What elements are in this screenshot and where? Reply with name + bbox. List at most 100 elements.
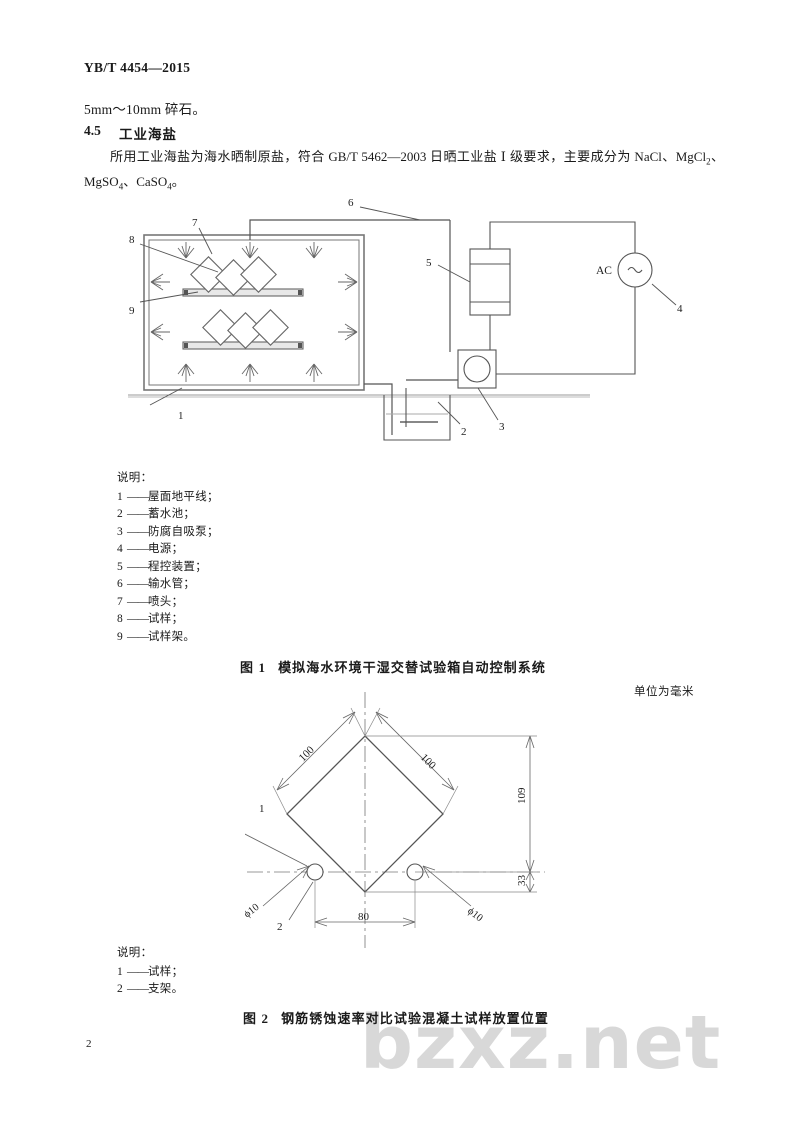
nozzle-right-2 [338, 323, 358, 341]
legend-item: 1——试样； [117, 964, 183, 982]
dim-side-left [272, 707, 366, 815]
figure-2-caption: 图 2 钢筋锈蚀速率对比试验混凝土试样放置位置 [243, 1008, 549, 1027]
legend-item: 3——防腐自吸泵； [117, 524, 219, 542]
figure-2-caption-text: 钢筋锈蚀速率对比试验混凝土试样放置位置 [281, 1011, 549, 1026]
leader-5 [437, 264, 471, 283]
figure-2-caption-number: 图 2 [243, 1011, 270, 1026]
leader-specimen [236, 829, 308, 867]
legend-item-number: 8 [117, 613, 124, 625]
pump-unit [457, 349, 497, 389]
leader-3 [477, 387, 499, 421]
legend-item: 5——程控装置； [117, 559, 219, 577]
nozzle-top-3 [305, 242, 323, 259]
leader-6 [359, 206, 421, 221]
legend-item-label: 试样架。 [148, 630, 196, 643]
section-title: 工业海盐 [119, 127, 177, 142]
legend-item-number: 2 [117, 983, 124, 995]
chamber-outer-wall [143, 234, 365, 391]
figure-2-legend: 说明： 1——试样； 2——支架。 [117, 945, 183, 999]
legend-heading: 说明： [117, 947, 153, 959]
legend-item: 7——喷头； [117, 594, 219, 612]
specimen-diamond [202, 309, 239, 346]
leader-9 [139, 291, 199, 303]
figure1-label-8: 8 [129, 234, 135, 246]
leader-8 [139, 243, 219, 273]
formula-sep-1: 、 [710, 149, 724, 164]
nozzle-left-2 [150, 323, 170, 341]
legend-item: 1——屋面地平线； [117, 489, 219, 507]
rebar-hole-left [306, 863, 324, 881]
nozzle-bottom-3 [305, 363, 323, 382]
legend-heading: 说明： [117, 472, 153, 484]
dim-side-right [364, 707, 459, 815]
legend-dash: —— [127, 508, 149, 520]
pipe-chamber-to-pump [364, 383, 393, 435]
dim-label-33: 33 [516, 875, 528, 887]
nozzle-group-top [177, 242, 323, 259]
legend-item-label: 喷头； [148, 595, 184, 608]
controller-unit [469, 248, 511, 316]
leader-2 [437, 401, 461, 425]
dim-109 [525, 735, 535, 873]
nozzle-top-2 [241, 242, 259, 259]
wire-ac-top [610, 221, 636, 253]
legend-dash: —— [127, 543, 149, 555]
legend-item-label: 支架。 [148, 983, 184, 995]
legend-dash: —— [127, 983, 149, 995]
legend-dash: —— [127, 525, 149, 538]
legend-item-label: 试样； [148, 613, 184, 625]
legend-item-number: 5 [117, 560, 124, 573]
dim-label-109: 109 [516, 787, 528, 804]
dim-label-side-left: 100 [297, 744, 318, 765]
leader-1 [149, 387, 183, 406]
leader-phi10-left [262, 865, 310, 907]
legend-dash: —— [127, 630, 149, 643]
paragraph-end: 。 [171, 173, 185, 189]
figure-1-caption-text: 模拟海水环境干湿交替试验箱自动控制系统 [278, 660, 546, 675]
nozzle-left-1 [150, 273, 170, 291]
legend-dash: —— [127, 613, 149, 625]
legend-item-label: 输水管； [148, 578, 196, 590]
figure-2-svg: 100 100 [236, 692, 545, 948]
legend-dash: —— [127, 490, 149, 503]
leader-4 [651, 283, 677, 306]
figure1-label-1: 1 [178, 410, 184, 422]
section-paragraph: 所用工业海盐为海水晒制原盐，符合 GB/T 5462—2003 日晒工业盐 Ⅰ … [84, 147, 724, 196]
figure2-label-2: 2 [277, 921, 283, 933]
legend-item-number: 3 [117, 525, 124, 538]
nozzle-group-right [338, 273, 358, 341]
nozzle-right-1 [338, 273, 358, 291]
figure-1-svg: 1 2 3 4 5 6 7 8 9 AC [128, 197, 683, 441]
formula-mgcl2: MgCl2 [675, 149, 711, 167]
wire-controller-ac [489, 221, 610, 249]
legend-item-label: 电源； [148, 543, 184, 555]
dim-33 [525, 871, 535, 893]
figure1-label-5: 5 [426, 257, 432, 269]
figure1-label-9: 9 [129, 305, 135, 317]
ac-label: AC [596, 265, 612, 277]
legend-item-number: 7 [117, 595, 124, 608]
legend-item-number: 4 [117, 543, 124, 555]
legend-item-label: 试样； [148, 965, 184, 978]
unit-note: 单位为毫米 [634, 686, 694, 698]
formula-mgso4: MgSO4 [84, 173, 124, 192]
dim-label-side-right: 100 [418, 752, 439, 773]
specimen-diamond [240, 256, 277, 293]
specimen-diamond [215, 259, 252, 296]
figure-2-diagram: 100 100 [236, 690, 565, 955]
water-supply-pipe [249, 219, 451, 352]
dim-label-phi10-left: ϕ10 [245, 902, 261, 921]
figure1-label-6: 6 [348, 197, 354, 209]
legend-item: 9——试样架。 [117, 629, 219, 647]
legend-item-number: 1 [117, 965, 124, 978]
specimen-diamond [227, 312, 264, 349]
legend-item-label: 防腐自吸泵； [148, 525, 219, 538]
standard-code-header: YB/T 4454—2015 [84, 60, 191, 75]
nozzle-top-1 [177, 242, 195, 259]
dim-80 [314, 917, 416, 927]
nozzle-group-left [150, 273, 170, 341]
chamber-inner-wall [148, 239, 360, 386]
legend-item: 6——输水管； [117, 576, 219, 594]
legend-item-label: 屋面地平线； [148, 490, 219, 503]
